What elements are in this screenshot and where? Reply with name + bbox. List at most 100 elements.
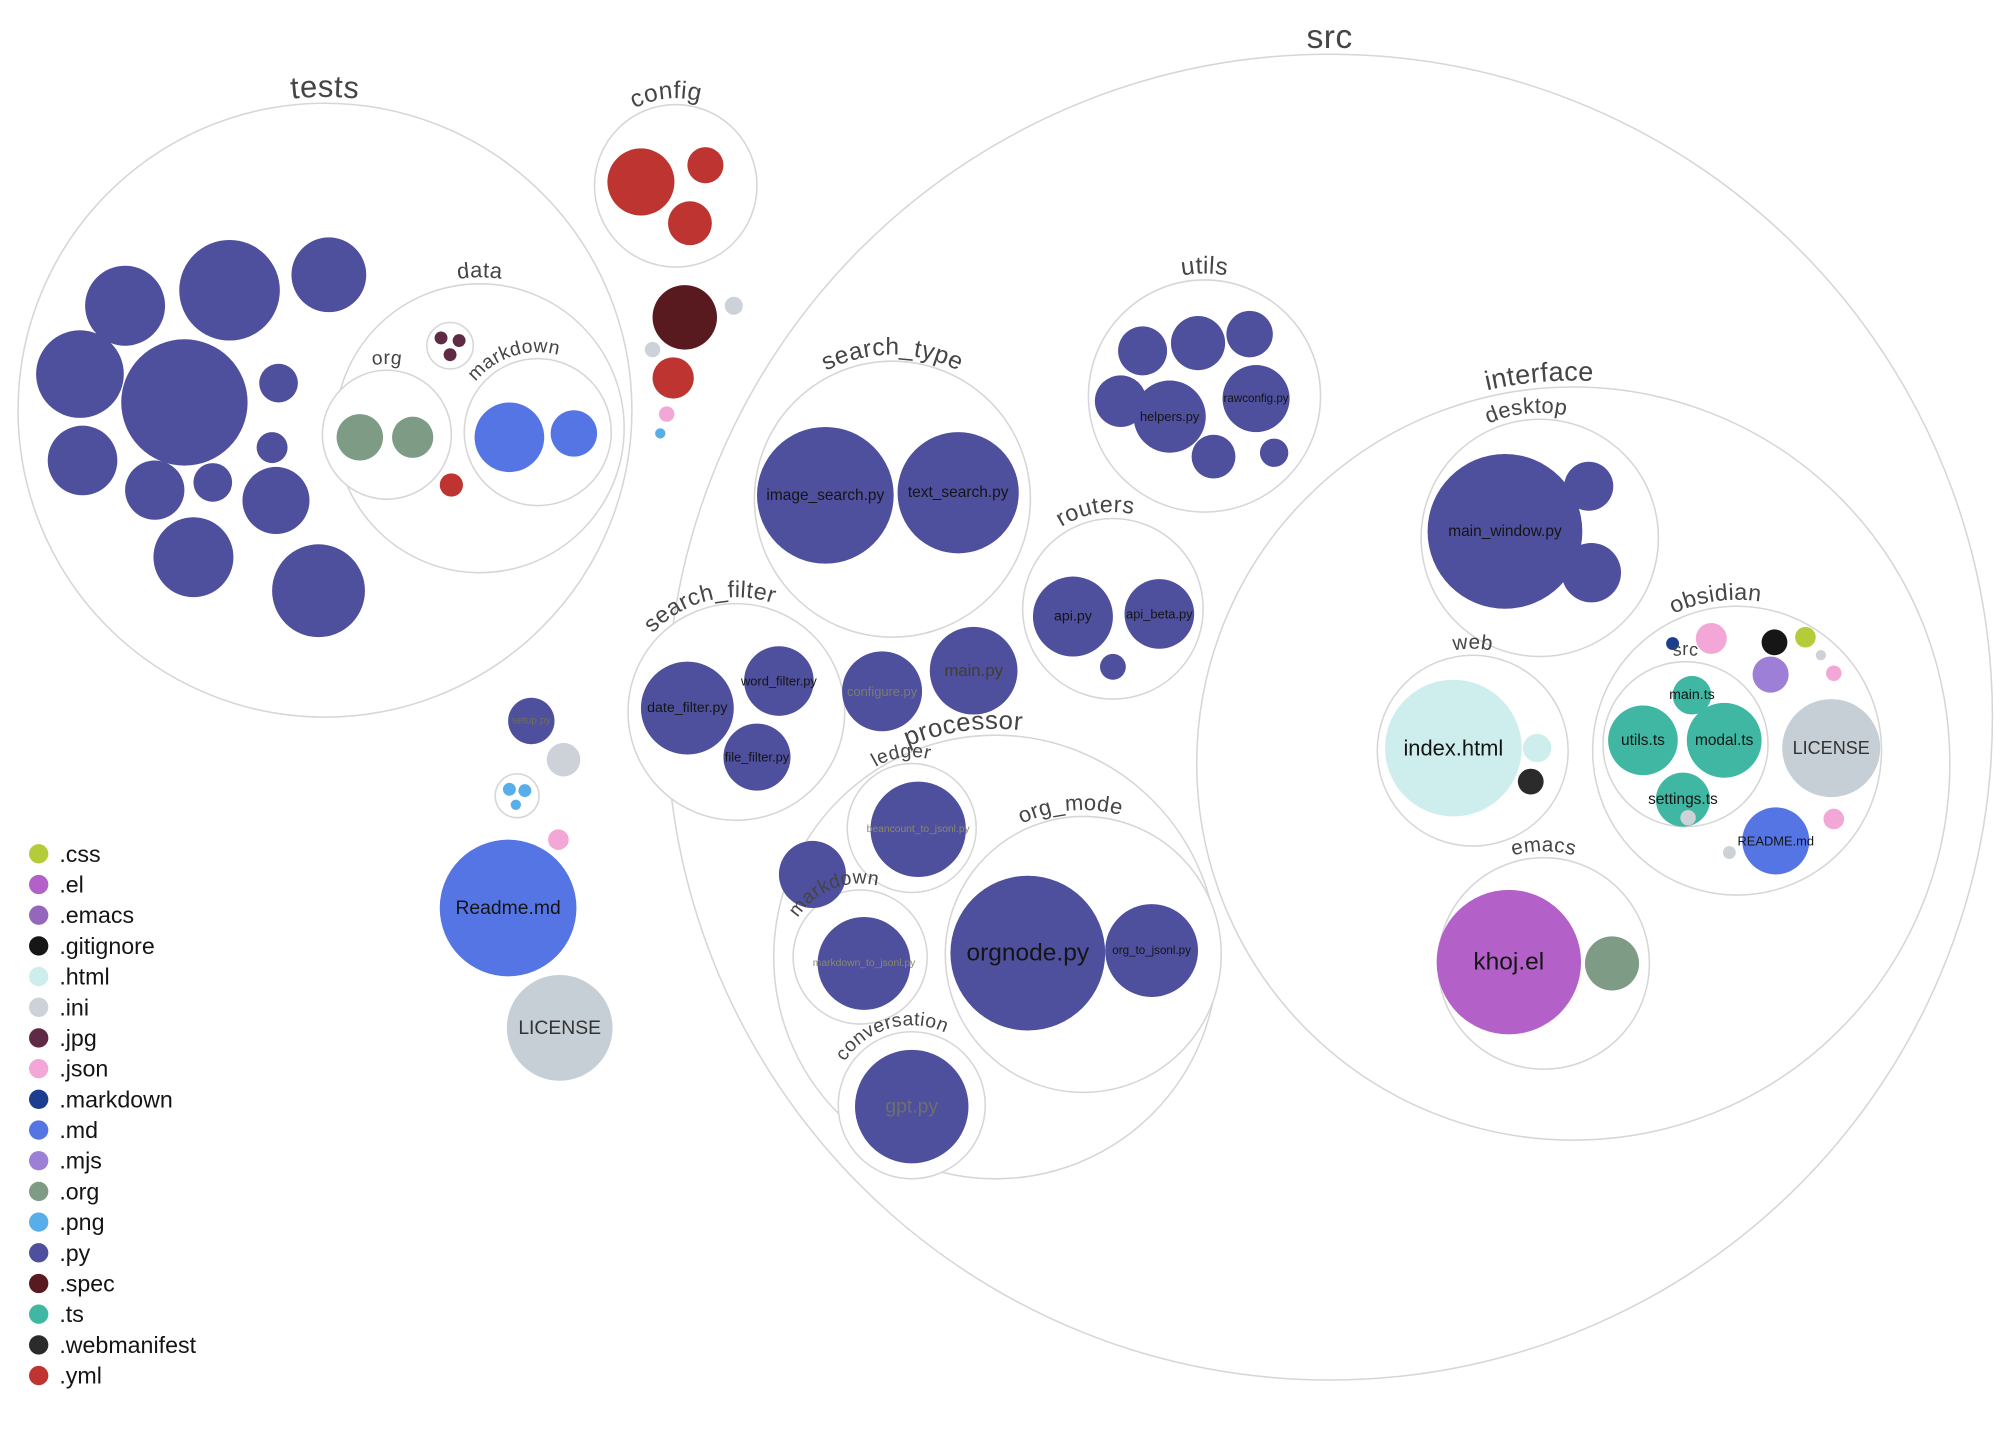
- file-circle-ini-file: [1815, 650, 1827, 661]
- file-label-text_search.py: text_search.py: [908, 484, 1009, 501]
- folder-label-src: src: [1306, 19, 1353, 56]
- legend-dot-gitignore: [29, 936, 49, 956]
- file-circle-org-file: [1584, 936, 1640, 991]
- file-label-image_search.py: image_search.py: [766, 487, 884, 504]
- file-circle-py-file: [85, 265, 166, 346]
- file-circle-png-file: [502, 782, 516, 796]
- legend-dot-py: [29, 1243, 49, 1263]
- file-circle-image_search.py: [756, 426, 894, 564]
- file-label-word_filter.py: word_filter.py: [740, 674, 817, 689]
- file-circle-png-file: [518, 784, 532, 798]
- file-circle-py-file: [1561, 543, 1622, 603]
- folder-label-tests: tests: [289, 69, 361, 106]
- file-label-gpt.py: gpt.py: [885, 1096, 938, 1118]
- legend-dot-ini: [29, 997, 49, 1017]
- file-circle-json-file: [658, 406, 675, 422]
- file-circle-mjs-file: [1752, 656, 1789, 693]
- file-circle-main.py: [929, 626, 1018, 715]
- legend-dot-org: [29, 1181, 49, 1202]
- file-label-api.py: api.py: [1054, 609, 1093, 625]
- folder-label-obsidian-src: src: [1672, 639, 1700, 660]
- file-circle-yml-file: [668, 201, 712, 246]
- legend-dot-emacs: [29, 905, 49, 925]
- file-label-index.html: index.html: [1403, 736, 1503, 761]
- file-circle-main_window.py: [1427, 454, 1583, 609]
- file-circle-py-file: [256, 432, 288, 464]
- file-circle-ini-file: [644, 341, 661, 358]
- file-circle-LICENSE: [506, 975, 613, 1081]
- legend-label-markdown: .markdown: [59, 1086, 172, 1112]
- file-circle-json-file: [1695, 622, 1727, 654]
- file-circle-py-file: [179, 239, 280, 341]
- file-circle-settings.ts: [1655, 772, 1710, 827]
- file-circle-py-file: [1191, 434, 1236, 479]
- folder-label-web: web: [1450, 631, 1494, 656]
- file-circle-py-file: [153, 517, 234, 598]
- file-circle-py-file: [1170, 316, 1226, 371]
- legend-dot-webmanifest: [29, 1335, 49, 1355]
- file-circle-api.py: [1032, 576, 1113, 657]
- file-circle-ini-file: [724, 296, 743, 315]
- file-circle-py-file: [1100, 653, 1126, 680]
- file-circle-beancount_to_jsonl.py: [870, 781, 966, 878]
- file-circle-rawconfig.py: [1222, 365, 1290, 433]
- file-circle-date_filter.py: [640, 661, 734, 755]
- file-label-date_filter.py: date_filter.py: [647, 700, 728, 716]
- file-circle-md-file: [474, 402, 545, 473]
- file-circle-py-file: [1094, 375, 1147, 427]
- file-label-rawconfig.py: rawconfig.py: [1224, 392, 1289, 405]
- legend-label-mjs: .mjs: [59, 1148, 102, 1174]
- file-label-api_beta.py: api_beta.py: [1126, 606, 1193, 621]
- file-label-LICENSE: LICENSE: [1793, 738, 1870, 758]
- file-label-main_window.py: main_window.py: [1448, 523, 1562, 540]
- file-circle-py-file: [1259, 438, 1289, 467]
- legend-label-emacs: .emacs: [59, 902, 134, 928]
- file-circle-html-file: [1523, 733, 1552, 763]
- legend-label-spec: .spec: [59, 1271, 114, 1297]
- file-circle-LICENSE: [1782, 699, 1881, 798]
- file-label-main.py: main.py: [944, 661, 1003, 680]
- folder-circle-config: [593, 103, 758, 268]
- folder-circle-org: [321, 369, 453, 500]
- file-label-README.md: README.md: [1737, 833, 1814, 848]
- file-circle-py-file: [242, 466, 310, 534]
- file-circle-yml-file: [652, 357, 694, 399]
- file-circle-gitignore-file: [1761, 629, 1788, 656]
- file-label-main.ts: main.ts: [1669, 687, 1715, 703]
- file-circle-orgnode.py: [950, 875, 1106, 1031]
- file-label-LICENSE: LICENSE: [518, 1017, 601, 1039]
- legend-label-jpg: .jpg: [59, 1025, 96, 1051]
- legend-label-py: .py: [59, 1240, 90, 1266]
- file-circle-py-file: [1564, 461, 1614, 511]
- legend-dot-png: [29, 1212, 49, 1232]
- file-circle-text_search.py: [897, 432, 1019, 554]
- file-circle-org-file: [336, 414, 384, 461]
- file-label-khoj.el: khoj.el: [1473, 949, 1544, 976]
- file-circle-yml-file: [687, 147, 724, 184]
- folder-label-data: data: [456, 257, 505, 284]
- file-label-file_filter.py: file_filter.py: [725, 750, 790, 765]
- file-label-settings.ts: settings.ts: [1648, 791, 1718, 808]
- file-circle-gpt.py: [855, 1049, 969, 1164]
- legend-dot-json: [29, 1058, 49, 1079]
- file-circle-spec-file: [652, 285, 718, 350]
- legend-dot-el: [29, 874, 49, 895]
- file-circle-png-file: [655, 428, 666, 439]
- file-circle-py-file: [125, 460, 185, 520]
- legend-dot-css: [29, 844, 49, 864]
- file-circle-markdown-file: [1666, 637, 1680, 651]
- file-circle-main.ts: [1672, 675, 1712, 715]
- folder-circle-data-jpgs: [426, 321, 475, 370]
- file-label-utils.ts: utils.ts: [1621, 732, 1665, 749]
- legend-dot-html: [29, 966, 49, 987]
- file-circle-markdown_to_jsonl.py: [817, 917, 911, 1010]
- legend-label-yml: .yml: [59, 1363, 102, 1389]
- folder-circle-root-pngs: [494, 773, 540, 819]
- file-circle-py-file: [1226, 310, 1273, 358]
- file-label-orgnode.py: orgnode.py: [967, 940, 1090, 967]
- file-circle-khoj.el: [1436, 889, 1582, 1035]
- file-circle-README.md: [1742, 807, 1810, 875]
- file-circle-org_to_jsonl.py: [1105, 904, 1199, 997]
- file-circle-utils.ts: [1608, 705, 1678, 776]
